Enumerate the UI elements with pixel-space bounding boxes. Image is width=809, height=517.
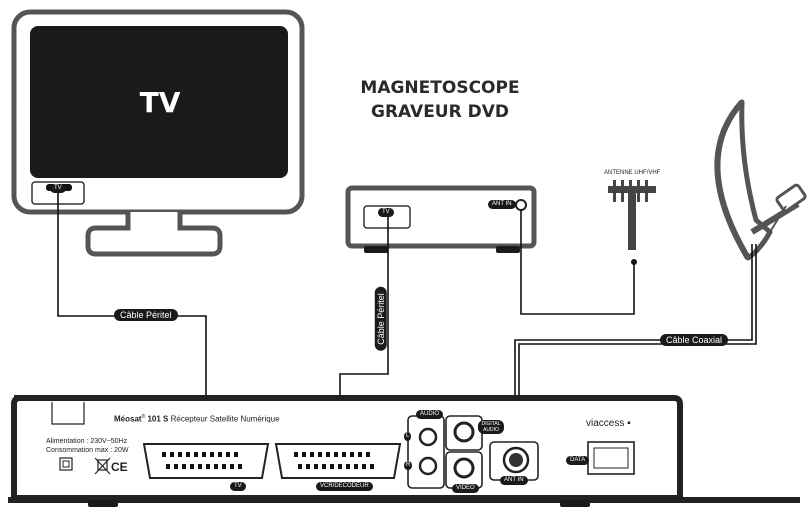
audio-label: AUDIO — [416, 410, 444, 419]
video-label: VIDEO — [452, 484, 479, 493]
scart-vcr-label: VCR/DECODEUR — [316, 482, 373, 491]
vcr-port-label: TV — [378, 208, 394, 217]
title-line-2: GRAVEUR DVD — [370, 102, 509, 122]
scart-tv-label: TV — [230, 482, 246, 491]
cable-label-peritel-vertical: Câble Péritel — [374, 287, 387, 351]
vcr-ant-in-port — [515, 199, 527, 211]
vcr-ant-in-label: ANT IN — [488, 200, 516, 209]
viaccess-logo: viaccess ▪ — [586, 418, 631, 429]
tv-set — [11, 9, 305, 257]
ce-mark: CE — [111, 460, 128, 474]
vcr-dvd-recorder — [345, 185, 537, 253]
uhf-vhf-antenna — [608, 180, 656, 250]
audio-block — [407, 415, 445, 489]
viaccess-label: viaccess — [586, 418, 625, 429]
antenna-label: ANTENNE UHF/VHF — [604, 170, 661, 176]
cable-label-peritel-horizontal: Câble Péritel — [114, 309, 178, 321]
weee-bin-icon — [94, 457, 111, 475]
receiver-model: 101 S — [147, 414, 169, 424]
audio-r-label: R — [404, 461, 413, 470]
satellite-receiver — [8, 395, 800, 507]
receiver-power-line1: Alimentation : 230V~50Hz — [46, 438, 128, 445]
diagram-title: MAGNETOSCOPE GRAVEUR DVD — [330, 76, 550, 124]
receiver-scart-tv — [142, 443, 270, 479]
receiver-header: Méosat® 101 S Récepteur Satellite Numéri… — [114, 414, 280, 424]
satellite-dish — [714, 99, 807, 261]
cable-label-coaxial: Câble Coaxial — [660, 334, 729, 346]
digital-audio-label: DIGITAL AUDIO — [478, 420, 504, 434]
receiver-ant-in-label: ANT IN — [500, 476, 528, 485]
tv-screen-label: TV — [139, 86, 181, 119]
title-line-1: MAGNETOSCOPE — [360, 78, 520, 98]
receiver-power-line2: Consommation max : 20W — [46, 447, 129, 454]
receiver-scart-vcr — [274, 443, 402, 479]
receiver-brand: Méosat — [114, 414, 142, 424]
receiver-description: Récepteur Satellite Numérique — [170, 414, 280, 424]
audio-l-label: L — [404, 432, 412, 441]
vcr-scart-port — [363, 205, 411, 229]
antenna-cable-end — [631, 259, 637, 265]
tv-port-label: TV — [50, 184, 66, 193]
data-label: DATA — [566, 456, 590, 465]
